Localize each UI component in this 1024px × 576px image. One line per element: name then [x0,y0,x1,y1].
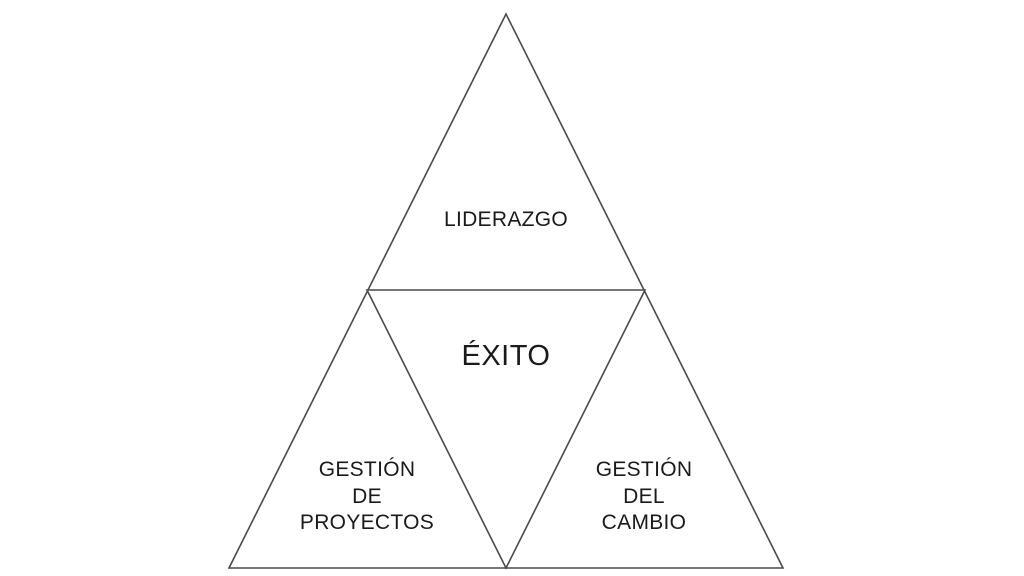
left-region-label: GESTIÓN DE PROYECTOS [267,457,467,537]
right-label-line-1: GESTIÓN [595,458,693,481]
right-region-label: GESTIÓN DEL CAMBIO [544,457,744,537]
label-exito: ÉXITO [461,340,551,372]
inner-inverted-triangle [365,289,647,570]
center-region-label: ÉXITO [406,338,606,375]
left-label-line-3: PROYECTOS [299,511,435,535]
top-region-label: LIDERAZGO [406,207,606,234]
left-label-line-1: GESTIÓN [318,458,416,481]
right-label-line-3: CAMBIO [601,511,687,535]
label-liderazgo: LIDERAZGO [443,208,569,231]
right-label-line-2: DEL [623,484,665,508]
left-label-line-2: DE [352,484,382,508]
